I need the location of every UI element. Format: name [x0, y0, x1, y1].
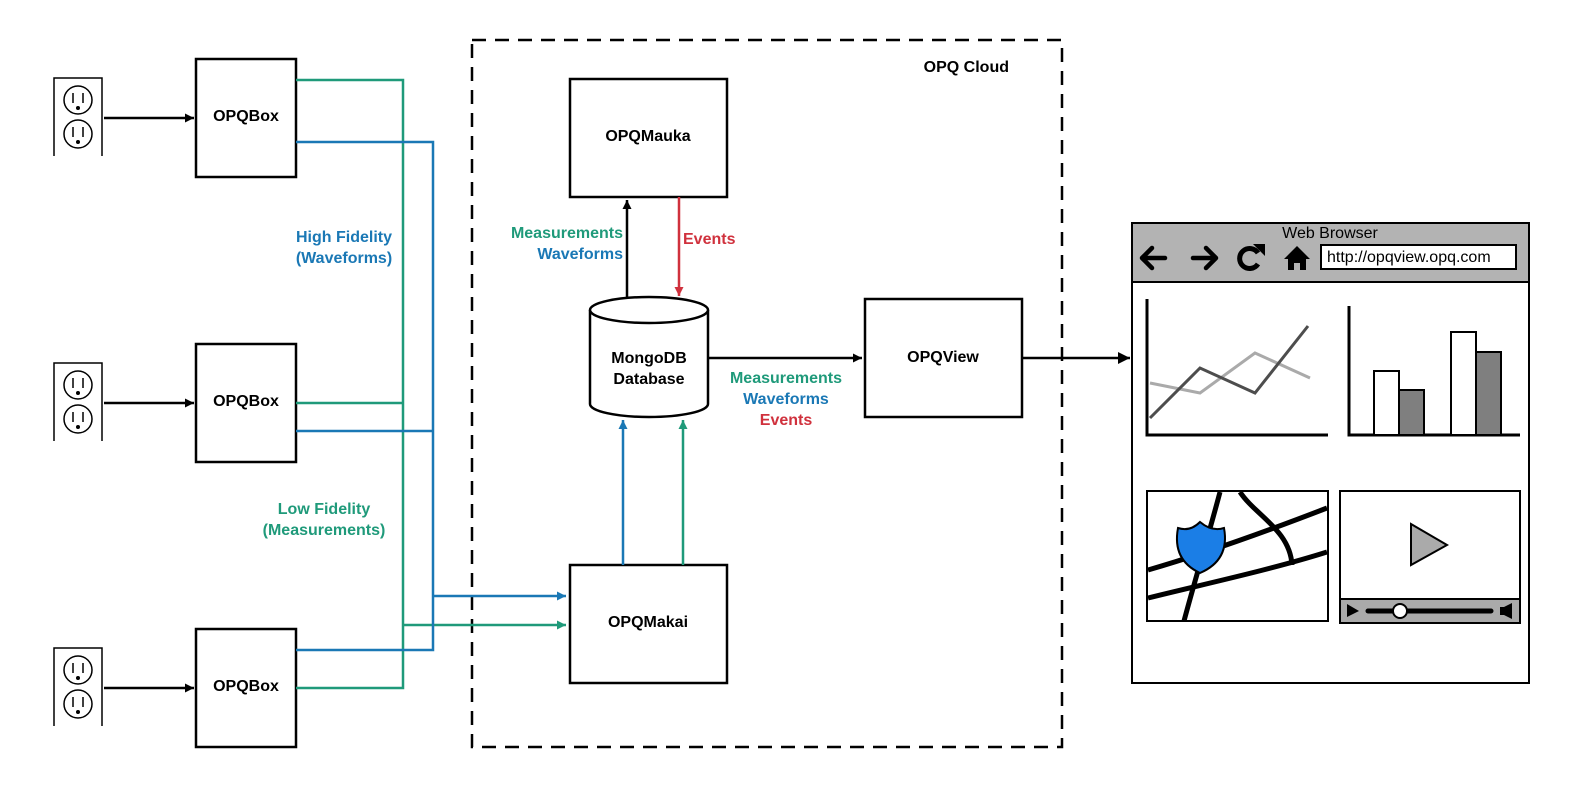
view-waveforms-label: Waveforms	[743, 391, 829, 408]
web-browser-window: Web Browser http://opqview.opq.com	[1131, 222, 1530, 684]
low-fidelity-label: Low Fidelity	[278, 501, 371, 518]
browser-title: Web Browser	[1282, 225, 1378, 242]
database-label-line-1: MongoDB	[611, 350, 687, 367]
outlet-1	[53, 77, 103, 156]
mongodb-database: MongoDB Database	[588, 295, 710, 419]
play-icon[interactable]	[1347, 604, 1359, 617]
video-thumbnail	[1339, 490, 1521, 624]
volume-icon[interactable]	[1500, 603, 1512, 619]
opqmauka-box: OPQMauka	[568, 77, 729, 199]
bar-chart-thumbnail	[1347, 306, 1520, 437]
database-label-line-2: Database	[613, 371, 684, 388]
home-icon[interactable]	[1284, 246, 1310, 270]
refresh-icon[interactable]	[1237, 244, 1265, 271]
mauka-measurements-label: Measurements	[511, 225, 623, 242]
electrical-outlet-icon	[53, 362, 103, 441]
opqmakai-label: OPQMakai	[608, 614, 688, 631]
outlet-3	[53, 647, 103, 726]
shield-icon	[1176, 520, 1226, 575]
view-measurements-label: Measurements	[730, 370, 842, 387]
opqbox-3: OPQBox	[194, 627, 298, 749]
opqbox-2: OPQBox	[194, 342, 298, 464]
opqbox-label: OPQBox	[213, 393, 279, 410]
opq-cloud-boundary	[470, 38, 1064, 749]
video-progress-handle[interactable]	[1392, 603, 1408, 619]
address-bar-url: http://opqview.opq.com	[1327, 249, 1491, 266]
opqbox-label: OPQBox	[213, 678, 279, 695]
outlet-2	[53, 362, 103, 441]
play-icon[interactable]	[1410, 522, 1450, 567]
opqview-box: OPQView	[863, 297, 1024, 419]
opqbox-1: OPQBox	[194, 57, 298, 179]
low-fidelity-bus	[296, 78, 405, 690]
electrical-outlet-icon	[53, 77, 103, 156]
arrow-left-icon[interactable]	[1139, 245, 1168, 271]
low-fidelity-sublabel: (Measurements)	[263, 522, 386, 539]
electrical-outlet-icon	[53, 647, 103, 726]
high-fidelity-sublabel: (Waveforms)	[296, 250, 392, 267]
view-events-label: Events	[760, 412, 813, 429]
high-fidelity-label: High Fidelity	[296, 229, 392, 246]
opqmakai-box: OPQMakai	[568, 563, 729, 685]
high-fidelity-bus	[296, 140, 435, 652]
arrow-right-icon[interactable]	[1190, 245, 1219, 271]
mauka-events-label: Events	[683, 231, 736, 248]
opq-cloud-title: OPQ Cloud	[924, 59, 1009, 76]
line-chart-thumbnail	[1145, 299, 1328, 437]
opqbox-label: OPQBox	[213, 108, 279, 125]
opqview-label: OPQView	[907, 349, 979, 366]
address-bar[interactable]	[1320, 244, 1517, 270]
opqmauka-label: OPQMauka	[605, 128, 690, 145]
map-thumbnail	[1146, 490, 1329, 622]
mauka-waveforms-label: Waveforms	[537, 246, 623, 263]
